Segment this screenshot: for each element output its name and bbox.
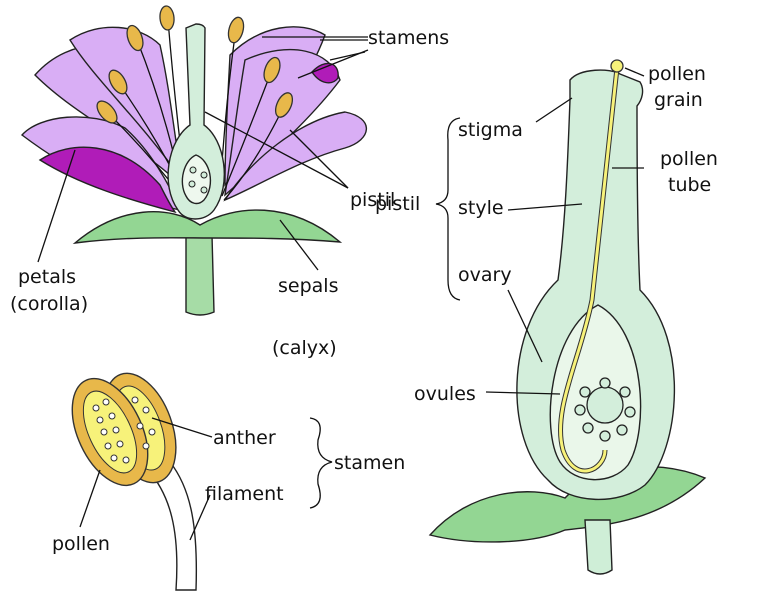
label-pollen-tube-line2: tube <box>668 174 711 196</box>
label-sepals: sepals <box>278 275 338 297</box>
label-pollen-tube-line1: pollen <box>660 148 718 170</box>
label-pollen-grain-line2: grain <box>654 89 703 111</box>
label-pollen: pollen <box>52 533 110 555</box>
label-stigma: stigma <box>458 119 523 141</box>
label-calyx: (calyx) <box>272 337 337 359</box>
pistil-base-stem <box>585 520 612 574</box>
label-anther: anther <box>213 427 276 449</box>
pollen-grain <box>611 60 623 72</box>
label-pistil-right: pistil <box>375 193 420 215</box>
label-filament: filament <box>205 483 284 505</box>
label-ovules: ovules <box>414 383 476 405</box>
label-stamens: stamens <box>368 27 449 49</box>
label-ovary: ovary <box>458 264 512 286</box>
pistil-brace <box>436 118 460 300</box>
flower-stem <box>186 235 214 315</box>
label-stamen: stamen <box>334 452 405 474</box>
label-petals: petals <box>18 266 76 288</box>
ovules-cluster <box>575 378 635 441</box>
stamen-illustration <box>57 363 196 590</box>
label-pollen-grain-line1: pollen <box>648 63 706 85</box>
label-style: style <box>458 197 504 219</box>
label-corolla: (corolla) <box>10 293 88 315</box>
